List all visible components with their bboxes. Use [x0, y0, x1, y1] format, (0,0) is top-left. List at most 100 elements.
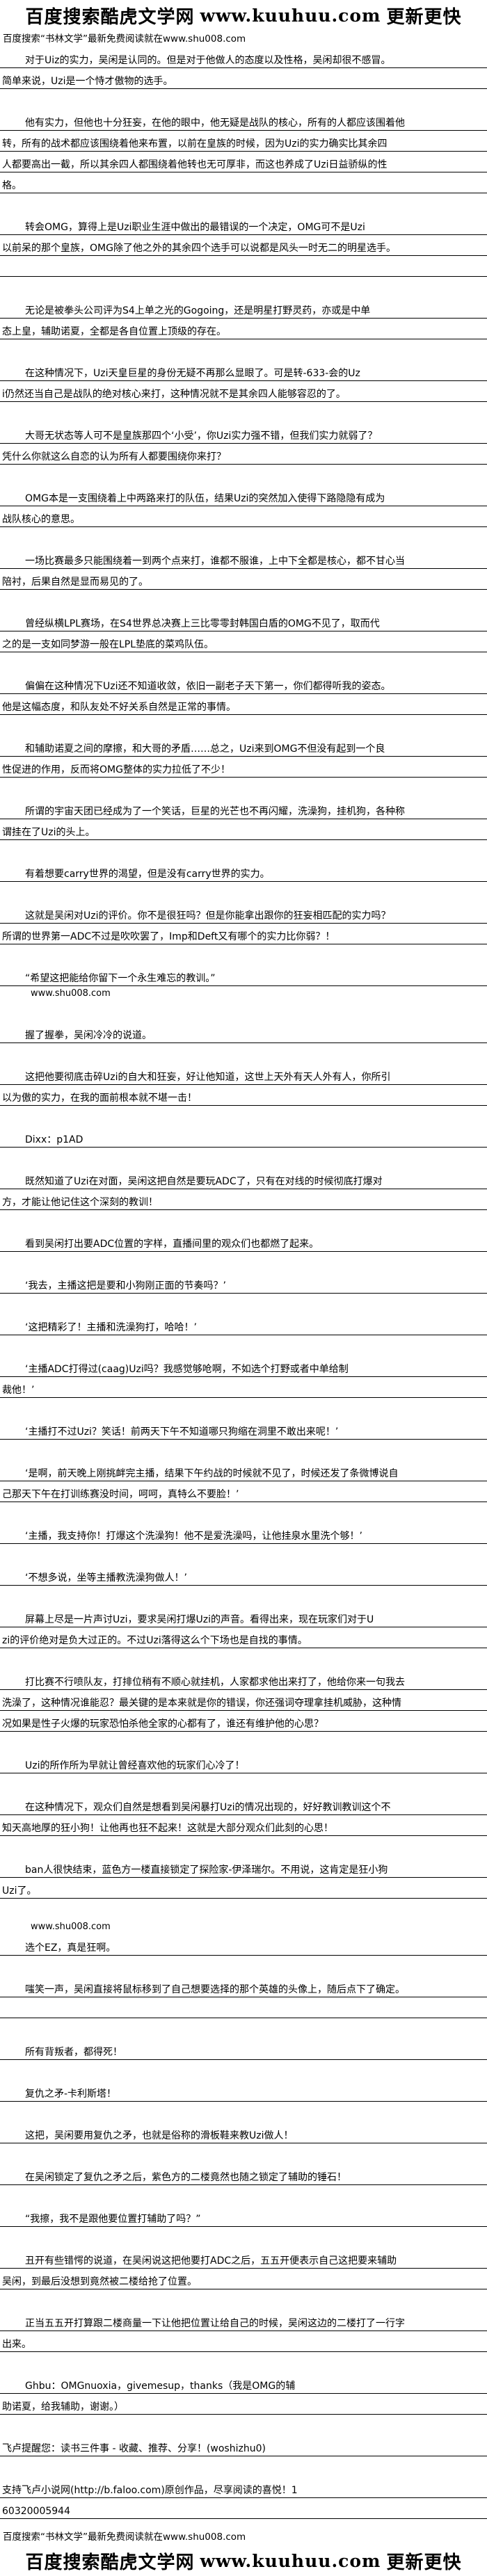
text-line: 这把他要彻底击碎Uzi的自大和狂妄，好让他知道，这世上天外有天人外有人，你所引 — [0, 1064, 487, 1085]
paragraph: 嗤笑一声，吴闲直接将鼠标移到了自己想要选择的那个英雄的头像上，随后点下了确定。 — [0, 1977, 487, 1997]
paragraph-gap — [0, 339, 487, 360]
site-logo-top[interactable]: 百度搜索 酷虎文学网 www.kuuhuu.com 更新更快 — [0, 0, 487, 31]
text-line: 在吴闲锁定了复仇之矛之后，紫色方的二楼竟然也随之锁定了辅助的锤石！ — [0, 2164, 487, 2185]
paragraph-gap — [0, 1956, 487, 1977]
paragraph-gap — [0, 1294, 487, 1314]
text-line: 谓挂在了Uzi的头上。 — [0, 819, 487, 840]
paragraph-gap — [0, 778, 487, 798]
text-line: ‘不想多说，坐等主播教洗澡狗做人！’ — [0, 1565, 487, 1586]
text-line: 在这种情况下，Uzi天皇巨星的身份无疑不再那么显眼了。可是转-633-会的Uz — [0, 360, 487, 381]
logo-baidu: 百度搜索 — [25, 2552, 101, 2573]
text-line: 他有实力，但他也十分狂妄，在他的眼中，他无疑是战队的核心，所有的人都应该围着他 — [0, 110, 487, 131]
logo-site-name: 酷虎文学网 — [100, 2552, 195, 2573]
text-line: 助诺夏，给我辅助，谢谢。） — [0, 2394, 487, 2415]
text-line: 屏幕上尽是一片声讨Uzi，要求吴闲打爆Uzi的声音。看得出来，现在玩家们对于U — [0, 1607, 487, 1627]
logo-slogan: 更新更快 — [386, 2552, 462, 2573]
paragraph: “我擦，我不是跟他要位置打辅助了吗？” — [0, 2206, 487, 2227]
text-line: 飞卢提醒您：读书三件事 - 收藏、推荐、分享！(woshizhu0) — [0, 2436, 487, 2456]
paragraph: 无论是被拳头公司评为S4上单之光的Gogoing，还是明星打野灵药，亦或是中单态… — [0, 298, 487, 339]
text-line: 他是这幅态度，和队友处不好关系自然是正常的事情。 — [0, 694, 487, 715]
paragraph-gap — [0, 1001, 487, 1022]
text-line: Ghbu：OMGnuoxia，givemesup，thanks（我是OMG的辅 — [0, 2373, 487, 2394]
paragraph-gap — [0, 652, 487, 673]
paragraph-gap — [0, 1836, 487, 1857]
text-line: 正当五五开打算跟二楼商量一下让他把位置让给自己的时候，吴闲这边的二楼打了一行字 — [0, 2310, 487, 2331]
paragraph: ‘主播，我支持你！打爆这个洗澡狗！他不是爱洗澡吗，让他挂泉水里洗个够！’ — [0, 1523, 487, 1544]
text-line: ‘是啊，前天晚上刚挑衅完主播，结果下午约战的时候就不见了，时候还发了条微博说自 — [0, 1460, 487, 1481]
logo-baidu: 百度搜索 — [25, 6, 101, 28]
text-line: 曾经纵横LPL赛场，在S4世界总决赛上三比零零封韩国白盾的OMG不见了，取而代 — [0, 611, 487, 631]
paragraph-gap — [0, 1252, 487, 1273]
text-line: 握了握拳，吴闲冷冷的说道。 — [0, 1022, 487, 1043]
paragraph-gap — [0, 1106, 487, 1127]
text-line: 无论是被拳头公司评为S4上单之光的Gogoing，还是明星打野灵药，亦或是中单 — [0, 298, 487, 319]
chapter-content: 对于Uiz的实力，吴闲是认同的。但是对于他做人的态度以及性格，吴闲却很不感冒。简… — [0, 47, 487, 2519]
logo-url: www.kuuhuu.com — [200, 5, 381, 26]
paragraph: 支持飞卢小说网(http://b.faloo.com)原创作品，尽享阅读的喜悦！… — [0, 2477, 487, 2519]
paragraph-gap — [0, 1648, 487, 1669]
paragraph: 飞卢提醒您：读书三件事 - 收藏、推荐、分享！(woshizhu0) — [0, 2436, 487, 2456]
paragraph: 选个EZ，真是狂啊。 — [0, 1935, 487, 1956]
text-line: ‘这把精彩了！主播和洗澡狗打，哈哈！’ — [0, 1314, 487, 1335]
paragraph: 这把他要彻底击碎Uzi的自大和狂妄，好让他知道，这世上天外有天人外有人，你所引以… — [0, 1064, 487, 1106]
text-line: 这就是吴闲对Uzi的评价。你不是很狂吗？但是你能拿出跟你的狂妄相匹配的实力吗？ — [0, 903, 487, 924]
paragraph-gap — [0, 840, 487, 861]
watermark-url: www.shu008.com — [31, 988, 111, 999]
paragraph: ‘是啊，前天晚上刚挑衅完主播，结果下午约战的时候就不见了，时候还发了条微博说自己… — [0, 1460, 487, 1502]
text-line: 选个EZ，真是狂啊。 — [0, 1935, 487, 1956]
text-line: 以为傲的实力，在我的面前根本就不堪一击！ — [0, 1085, 487, 1106]
paragraph-gap — [0, 1773, 487, 1794]
paragraph-gap — [0, 2352, 487, 2373]
paragraph: Dixx：p1AD — [0, 1127, 487, 1148]
logo-slogan: 更新更快 — [386, 6, 462, 28]
paragraph: ‘主播打不过Uzi？笑话！前两天下午不知道哪只狗缩在洞里不敢出来呢！’ — [0, 1419, 487, 1440]
paragraph-gap — [0, 1335, 487, 1356]
paragraph: 复仇之矛-卡利斯塔！ — [0, 2081, 487, 2102]
paragraph-gap — [0, 1586, 487, 1607]
text-line: ‘主播，我支持你！打爆这个洗澡狗！他不是爱洗澡吗，让他挂泉水里洗个够！’ — [0, 1523, 487, 1544]
text-line: 这把，吴闲要用复仇之矛，也就是俗称的滑板鞋来教Uzi做人！ — [0, 2123, 487, 2143]
text-line: 所谓的世界第一ADC不过是吹吹罢了，Imp和Deft又有哪个的实力比你弱？！ — [0, 924, 487, 944]
site-logo-bottom[interactable]: 百度搜索 酷虎文学网 www.kuuhuu.com 更新更快 — [0, 2545, 487, 2576]
paragraph-gap — [0, 1043, 487, 1064]
text-line: 己那天下午在打训练赛没时间，呵呵，真特么不要脸！’ — [0, 1481, 487, 1502]
promo-text-top: 百度搜索“书林文学”最新免费阅读就在www.shu008.com — [3, 33, 246, 45]
paragraph: 这就是吴闲对Uzi的评价。你不是很狂吗？但是你能拿出跟你的狂妄相匹配的实力吗？所… — [0, 903, 487, 944]
paragraph-gap — [0, 277, 487, 298]
text-line: Dixx：p1AD — [0, 1127, 487, 1148]
text-line: 裁他！’ — [0, 1377, 487, 1398]
text-line: “我擦，我不是跟他要位置打辅助了吗？” — [0, 2206, 487, 2227]
paragraph-gap — [0, 2102, 487, 2123]
paragraph: 正当五五开打算跟二楼商量一下让他把位置让给自己的时候，吴闲这边的二楼打了一行字出… — [0, 2310, 487, 2352]
logo-url: www.kuuhuu.com — [200, 2550, 381, 2571]
text-line: 人都要高出一截，所以其余四人都围绕着他转也无可厚非，而这也养成了Uzi日益骄纵的… — [0, 152, 487, 172]
paragraph-gap — [0, 882, 487, 903]
paragraph-gap — [0, 527, 487, 548]
text-line: 一场比赛最多只能围绕着一到两个点来打，谁都不服谁，上中下全都是核心，都不甘心当 — [0, 548, 487, 569]
text-line: 和辅助诺夏之间的摩擦，和大哥的矛盾……总之，Uzi来到OMG不但没有起到一个良 — [0, 736, 487, 757]
paragraph: 一场比赛最多只能围绕着一到两个点来打，谁都不服谁，上中下全都是核心，都不甘心当陪… — [0, 548, 487, 590]
text-line: 性促进的作用，反而将OMG整体的实力拉低了不少！ — [0, 757, 487, 778]
paragraph-gap — [0, 193, 487, 214]
text-line: 看到吴闲打出要ADC位置的字样，直播间里的观众们也都燃了起来。 — [0, 1231, 487, 1252]
text-line: 以前呆的那个皇族，OMG除了他之外的其余四个选手可以说都是风头一时无二的明星选手… — [0, 235, 487, 256]
paragraph: 他有实力，但他也十分狂妄，在他的眼中，他无疑是战队的核心，所有的人都应该围着他转… — [0, 110, 487, 193]
text-line: 吴闲，到最后没想到竟然被二楼给抢了位置。 — [0, 2269, 487, 2289]
text-line: 偏偏在这种情况下Uzi还不知道收敛，依旧一副老子天下第一，你们都得听我的姿态。 — [0, 673, 487, 694]
text-line: 打比赛不行喷队友，打排位稍有不顺心就挂机，人家都求他出来打了，他给你来一句我去 — [0, 1669, 487, 1690]
text-line: 复仇之矛-卡利斯塔！ — [0, 2081, 487, 2102]
paragraph: ‘这把精彩了！主播和洗澡狗打，哈哈！’ — [0, 1314, 487, 1335]
paragraph-gap — [0, 715, 487, 736]
text-line: 之的是一支如同梦游一般在LPL垫底的菜鸡队伍。 — [0, 631, 487, 652]
paragraph: 和辅助诺夏之间的摩擦，和大哥的矛盾……总之，Uzi来到OMG不但没有起到一个良性… — [0, 736, 487, 778]
paragraph: 有着想要carry世界的渴望，但是没有carry世界的实力。 — [0, 861, 487, 882]
text-line: 态上皇，辅助诺夏，全都是各自位置上顶级的存在。 — [0, 319, 487, 339]
paragraph: 偏偏在这种情况下Uzi还不知道收敛，依旧一副老子天下第一，你们都得听我的姿态。他… — [0, 673, 487, 715]
paragraph-gap — [0, 1210, 487, 1231]
text-line: 60320005944 — [0, 2498, 487, 2519]
paragraph: 这把，吴闲要用复仇之矛，也就是俗称的滑板鞋来教Uzi做人！ — [0, 2123, 487, 2143]
paragraph-gap — [0, 465, 487, 485]
paragraph: 大哥无状态等人可不是皇族那四个‘小受’，你Uzi实力强不错，但我们实力就弱了？凭… — [0, 423, 487, 465]
